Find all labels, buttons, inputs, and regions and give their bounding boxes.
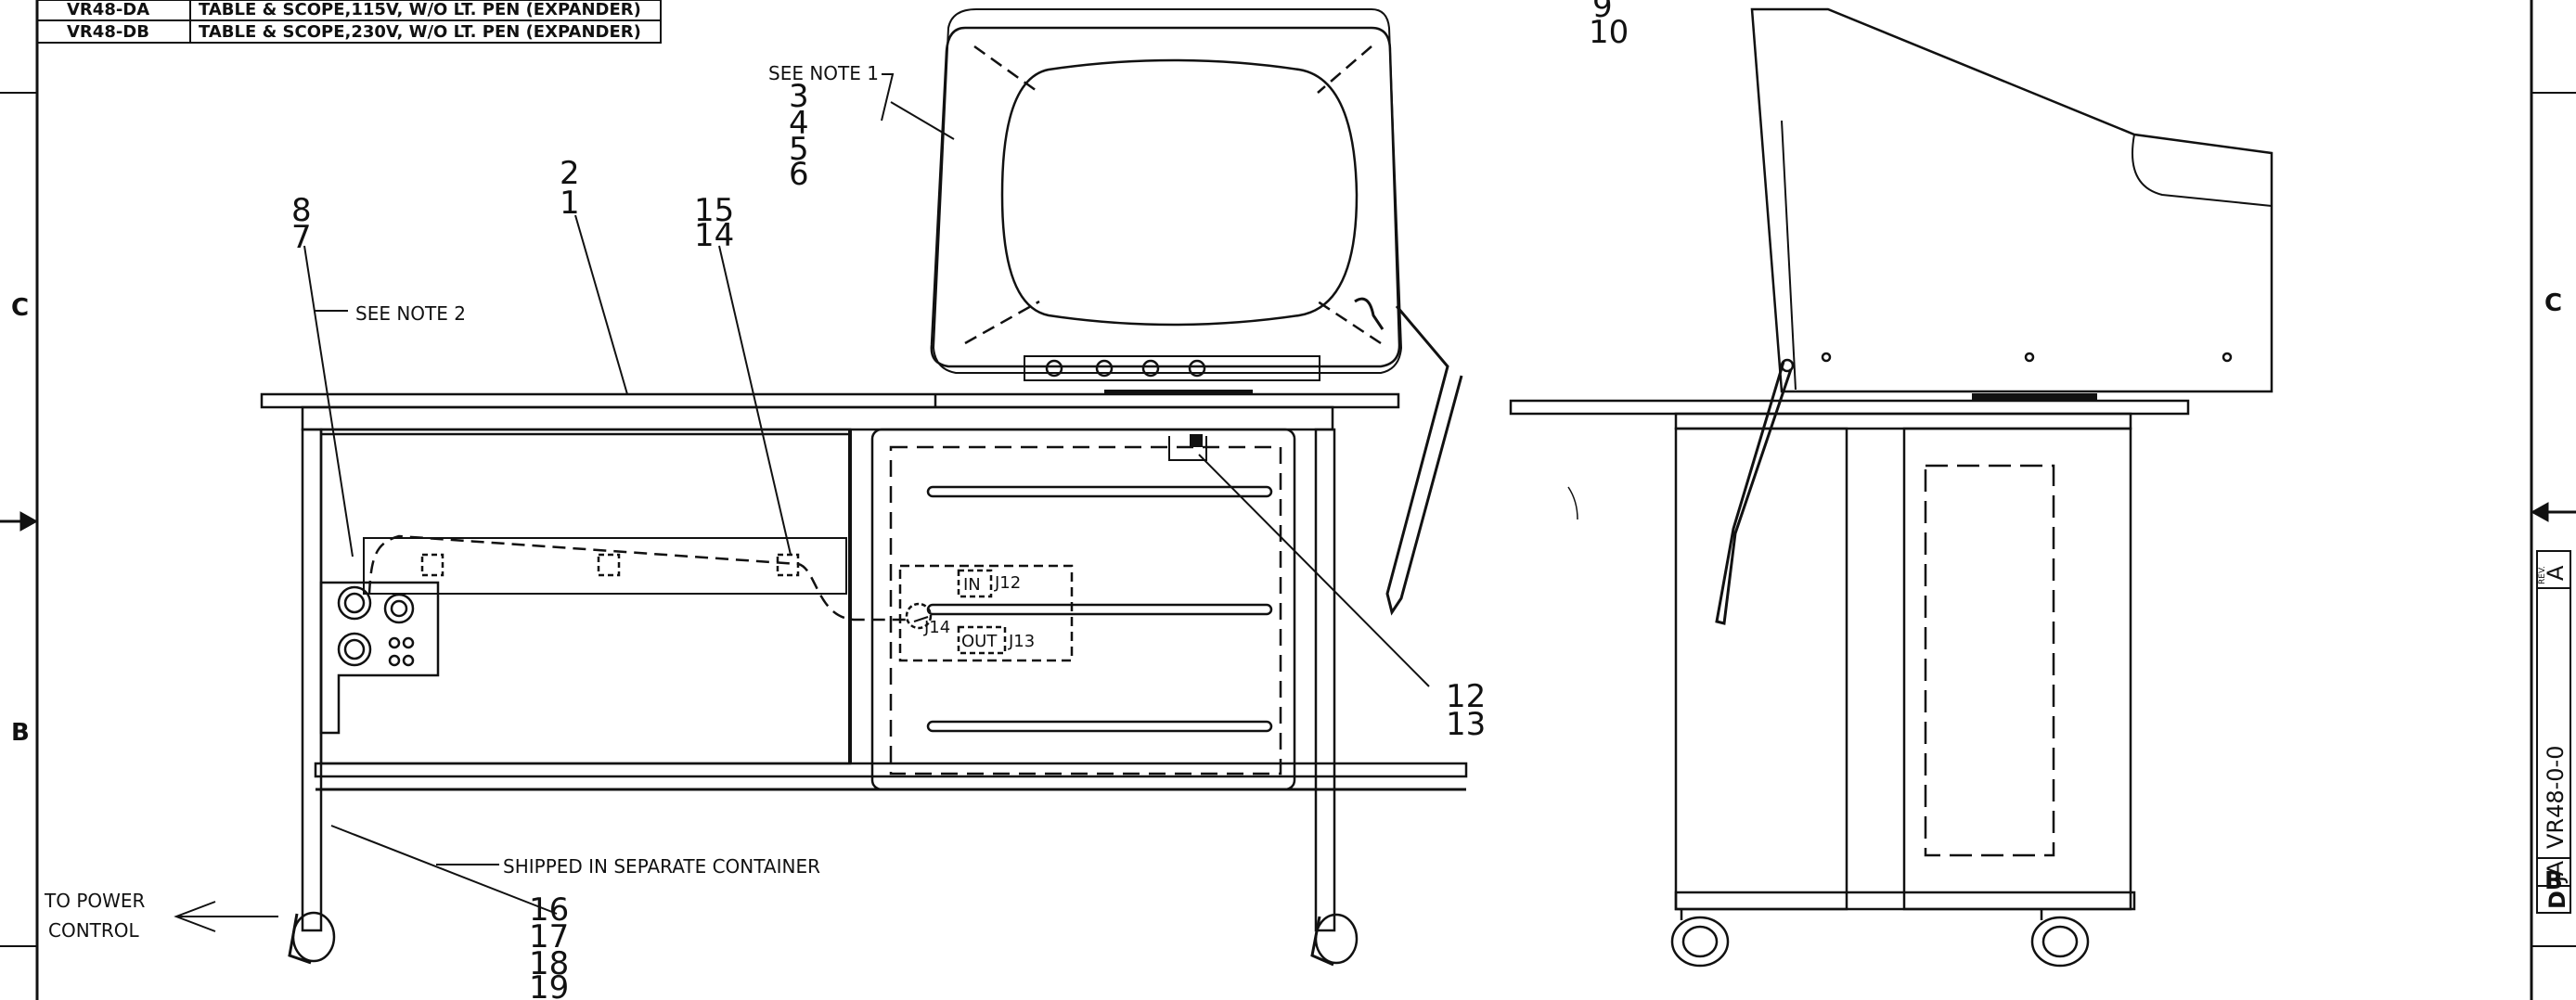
title-block: REV. A VR48-0-0 JA D	[2536, 550, 2571, 914]
connector-j14: J14	[923, 618, 950, 637]
connector-in-label: IN	[963, 575, 981, 595]
callout-4: 4	[789, 105, 809, 142]
callout-13: 13	[1446, 706, 1486, 743]
parts-table-model: VR48-DA	[67, 0, 149, 19]
zone-label-right-c: C	[2544, 289, 2562, 317]
left-cabinet	[319, 428, 852, 765]
callout-1: 1	[560, 185, 580, 222]
title-block-code: JA	[2543, 860, 2569, 884]
title-block-drawing-number: VR48-0-0	[2543, 746, 2569, 850]
title-block-size: D	[2544, 891, 2570, 909]
title-block-rev: A	[2543, 565, 2569, 581]
title-block-rev-label: REV.	[2538, 566, 2547, 584]
power-control-line2: CONTROL	[48, 919, 140, 942]
callout-16: 16	[529, 891, 569, 929]
zone-label-right-b: B	[2544, 867, 2563, 895]
callout-12: 12	[1446, 678, 1486, 715]
callout-10: 10	[1589, 14, 1629, 51]
see-note-2: SEE NOTE 2	[355, 302, 466, 325]
connector-out-label: OUT	[961, 632, 998, 651]
table-top	[260, 392, 1400, 409]
callout-7: 7	[291, 219, 312, 256]
callout-2: 2	[560, 155, 580, 192]
crt-screen	[1000, 58, 1359, 327]
parts-table-model: VR48-DB	[67, 22, 149, 42]
callout-3: 3	[789, 78, 809, 115]
callout-18: 18	[529, 945, 569, 982]
side-view	[1509, 7, 2273, 968]
callout-numbers: 2 1 8 7 15 14 3 4 5 6 9 10 12 13 16 17 1…	[291, 0, 1629, 1000]
power-control-line1: TO POWER	[44, 890, 146, 912]
callout-5: 5	[789, 131, 809, 168]
leader-lines	[174, 73, 1430, 932]
shipped-note: SHIPPED IN SEPARATE CONTAINER	[503, 855, 820, 878]
callout-9: 9	[1592, 0, 1613, 25]
connector-j12: J12	[994, 573, 1021, 593]
zone-label-left-c: C	[11, 294, 29, 322]
right-cabinet	[870, 428, 1296, 791]
parts-table-description: TABLE & SCOPE,230V, W/O LT. PEN (EXPANDE…	[199, 22, 641, 42]
scope-side-profile	[1750, 7, 2273, 393]
front-view	[260, 8, 1468, 967]
parts-table-description: TABLE & SCOPE,115V, W/O LT. PEN (EXPANDE…	[199, 0, 641, 19]
connector-j13: J13	[1008, 632, 1035, 651]
parts-table: VR48-DA TABLE & SCOPE,115V, W/O LT. PEN …	[36, 0, 662, 44]
callout-17: 17	[529, 918, 569, 955]
zone-label-left-b: B	[11, 719, 30, 747]
callout-19: 19	[529, 969, 569, 1000]
callout-6: 6	[789, 156, 809, 193]
see-note-1: SEE NOTE 1	[768, 62, 879, 84]
callout-15: 15	[694, 192, 734, 229]
callout-14: 14	[694, 217, 734, 254]
callout-8: 8	[291, 192, 312, 229]
